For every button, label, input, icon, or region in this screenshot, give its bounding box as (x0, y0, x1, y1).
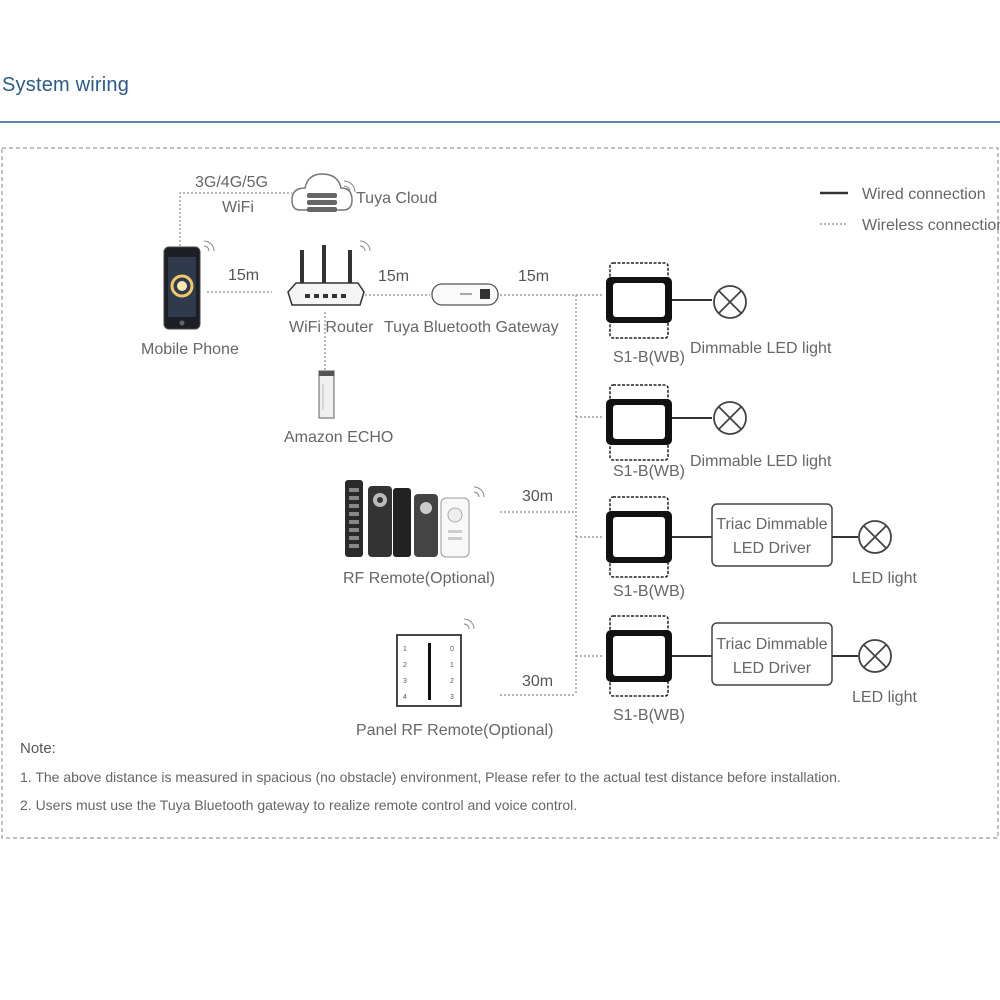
led-driver-box: Triac Dimmable LED Driver (711, 622, 833, 686)
distance-router-gateway: 15m (378, 268, 409, 285)
bluetooth-gateway-icon (431, 283, 499, 306)
lamp-icon (858, 639, 892, 673)
wifi-router-label: WiFi Router (289, 319, 374, 336)
note-item-1: 1. The above distance is measured in spa… (20, 769, 841, 785)
receiver-icon (606, 615, 672, 697)
receiver-model-label: S1-B(WB) (613, 463, 685, 480)
wireless-links (179, 192, 604, 696)
panel-label-right-3: 2 (450, 678, 454, 685)
driver-label-line-1: Triac Dimmable (716, 636, 828, 653)
legend: Wired connection Wireless connection (820, 186, 1000, 234)
receiver-row-2: S1-B(WB) Dimmable LED light (606, 384, 832, 480)
panel-label-left-3: 3 (403, 678, 407, 685)
mobile-phone-label: Mobile Phone (141, 341, 239, 358)
bluetooth-gateway-label: Tuya Bluetooth Gateway (384, 319, 559, 336)
distance-phone-router: 15m (228, 267, 259, 284)
driver-label-line-2: LED Driver (733, 540, 812, 557)
panel-remote-icon: 1 2 3 4 0 1 2 3 (396, 618, 475, 707)
rf-remote-label: RF Remote(Optional) (343, 570, 495, 587)
lamp-icon (713, 401, 747, 435)
wifi-router-icon (287, 240, 371, 306)
wifi-label: WiFi (222, 199, 254, 216)
legend-wired-label: Wired connection (862, 186, 986, 203)
receiver-row-3: Triac Dimmable LED Driver S1-B(WB) LED l… (606, 496, 917, 600)
receiver-model-label: S1-B(WB) (613, 707, 685, 724)
cloud-label: Tuya Cloud (356, 190, 437, 207)
distance-panel-remote: 30m (522, 673, 553, 690)
led-driver-box: Triac Dimmable LED Driver (711, 503, 833, 567)
lamp-icon (713, 285, 747, 319)
distance-rf-remote: 30m (522, 488, 553, 505)
load-label: LED light (852, 570, 917, 587)
receiver-icon (606, 496, 672, 578)
cloud-icon (291, 173, 356, 212)
amazon-echo-icon (318, 370, 335, 419)
note-item-2: 2. Users must use the Tuya Bluetooth gat… (20, 797, 577, 813)
mobile-phone-icon (163, 240, 215, 330)
section-title: System wiring (2, 74, 130, 96)
receiver-row-4: Triac Dimmable LED Driver S1-B(WB) LED l… (606, 615, 917, 724)
load-label: Dimmable LED light (690, 340, 832, 357)
panel-label-left-2: 2 (403, 662, 407, 669)
receiver-model-label: S1-B(WB) (613, 583, 685, 600)
rf-remote-icons (345, 480, 485, 558)
link-phone-cloud (179, 192, 292, 250)
diagram-frame (1, 147, 999, 839)
panel-label-right-4: 3 (450, 694, 454, 701)
panel-label-right-2: 1 (450, 662, 454, 669)
network-label: 3G/4G/5G (195, 174, 268, 191)
notes-block: Note: 1. The above distance is measured … (20, 740, 841, 813)
panel-label-right-1: 0 (450, 646, 454, 653)
driver-label-line-1: Triac Dimmable (716, 516, 828, 533)
load-label: Dimmable LED light (690, 453, 832, 470)
lamp-icon (858, 520, 892, 554)
receiver-icon (606, 384, 672, 461)
panel-remote-label: Panel RF Remote(Optional) (356, 722, 553, 739)
receiver-model-label: S1-B(WB) (613, 349, 685, 366)
notes-heading: Note: (20, 740, 56, 757)
receiver-row-1: S1-B(WB) Dimmable LED light (606, 262, 832, 366)
legend-wireless-label: Wireless connection (862, 217, 1000, 234)
distance-gateway-bus: 15m (518, 268, 549, 285)
amazon-echo-label: Amazon ECHO (284, 429, 393, 446)
distance-labels: 15m 15m 15m 30m 30m (228, 267, 553, 690)
receiver-icon (606, 262, 672, 339)
driver-label-line-2: LED Driver (733, 660, 812, 677)
panel-label-left-1: 1 (403, 646, 407, 653)
title-divider (0, 121, 1000, 123)
panel-label-left-4: 4 (403, 694, 407, 701)
load-label: LED light (852, 689, 917, 706)
